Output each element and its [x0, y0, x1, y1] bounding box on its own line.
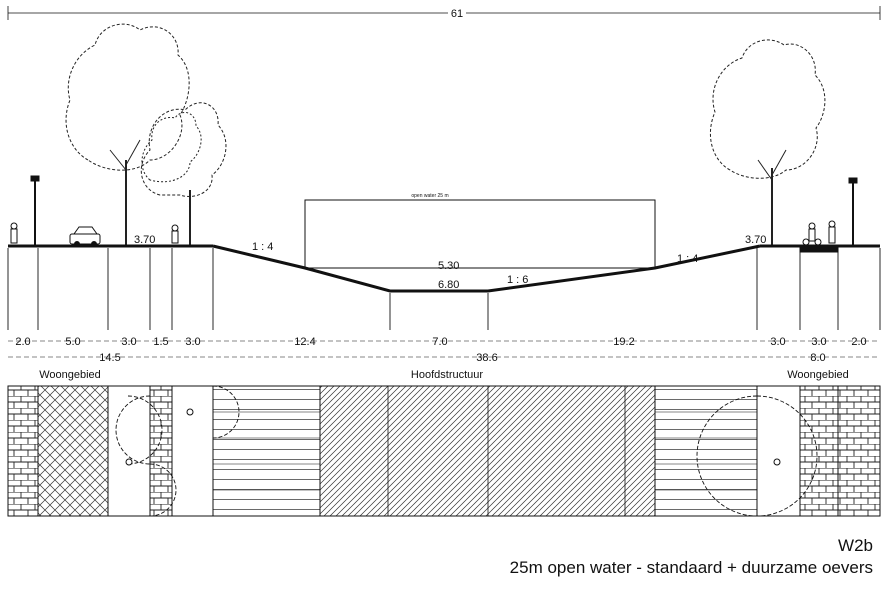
- segment-label: 5.0: [65, 336, 80, 348]
- plan-slope-right: [654, 385, 758, 517]
- plan-view: [7, 385, 881, 517]
- subtotal-middle: 38.6: [476, 352, 497, 364]
- overall-width-label: 61: [451, 8, 463, 20]
- zone-labels: Woongebied Hoofdstructuur Woongebied: [39, 369, 849, 381]
- plan-road-left: [37, 385, 109, 517]
- plan-water: [319, 385, 656, 517]
- bottom-slope-label: 1 : 6: [507, 274, 528, 286]
- tree-left-large: [65, 23, 190, 245]
- plan-path-right: [799, 385, 839, 517]
- tree-trunk-icon: [125, 458, 133, 466]
- zone-right-label: Woongebied: [787, 369, 849, 381]
- segment-label: 12.4: [294, 336, 315, 348]
- plan-sidewalk-right: [837, 385, 881, 517]
- plan-verge-left-2: [171, 385, 214, 517]
- segment-label: 3.0: [811, 336, 826, 348]
- drawing-code: W2b: [838, 536, 873, 555]
- car-icon: [69, 226, 101, 247]
- right-slope-label: 1 : 4: [677, 253, 698, 265]
- lamp-right-icon: [848, 177, 858, 245]
- pedestrian-right-icon: [828, 220, 836, 244]
- segment-label: 3.0: [770, 336, 785, 348]
- zone-left-label: Woongebied: [39, 369, 101, 381]
- segment-label: 2.0: [15, 336, 30, 348]
- figures: [10, 220, 836, 247]
- segment-label: 1.5: [153, 336, 168, 348]
- segment-label: 7.0: [432, 336, 447, 348]
- segment-label: 3.0: [185, 336, 200, 348]
- drawing-title: 25m open water - standaard + duurzame oe…: [509, 558, 873, 577]
- street-lamps: [30, 175, 858, 245]
- subtotal-left: 14.5: [99, 352, 120, 364]
- left-bank-elevation: 3.70: [134, 234, 155, 246]
- pedestrian-left-icon: [10, 222, 18, 244]
- plan-path-left: [149, 385, 173, 517]
- tree-left-small: [140, 102, 227, 245]
- plan-verge-left: [107, 385, 151, 517]
- cyclist-left-icon: [171, 224, 179, 244]
- trees: [65, 23, 826, 245]
- tree-left-mid: [141, 111, 202, 183]
- tree-trunk-icon: [773, 458, 781, 466]
- lamp-left-icon: [30, 175, 40, 245]
- bottom-elevation: 6.80: [438, 279, 459, 291]
- overall-dimension: 61: [7, 6, 881, 20]
- segment-dimensions: 2.0 5.0 3.0 1.5 3.0 12.4 7.0 19.2 3.0 3.…: [8, 336, 880, 348]
- substructure: [7, 248, 881, 330]
- tree-right: [709, 39, 826, 245]
- ground-profile: [8, 244, 880, 293]
- right-bank-elevation: 3.70: [745, 234, 766, 246]
- plan-verge-right: [756, 385, 801, 517]
- water-frame-label: open water 25 m: [411, 193, 448, 199]
- plan-slope-left: [212, 385, 321, 517]
- cyclist-right-icon: [802, 222, 822, 246]
- segment-label: 19.2: [613, 336, 634, 348]
- left-slope-label: 1 : 4: [252, 241, 273, 253]
- segment-label: 2.0: [851, 336, 866, 348]
- zone-middle-label: Hoofdstructuur: [411, 369, 483, 381]
- profile-labels: 3.70 3.70 5.30 6.80 1 : 4 1 : 6 1 : 4: [134, 234, 766, 291]
- plan-sidewalk-left: [7, 385, 39, 517]
- plan-tree-crowns: [115, 385, 818, 517]
- tree-trunk-icon: [186, 408, 194, 416]
- water-frame: open water 25 m: [304, 193, 656, 269]
- water-level-elevation: 5.30: [438, 260, 459, 272]
- segment-label: 3.0: [121, 336, 136, 348]
- subtotal-dimensions: 14.5 38.6 8.0: [8, 352, 880, 364]
- subtotal-right: 8.0: [810, 352, 825, 364]
